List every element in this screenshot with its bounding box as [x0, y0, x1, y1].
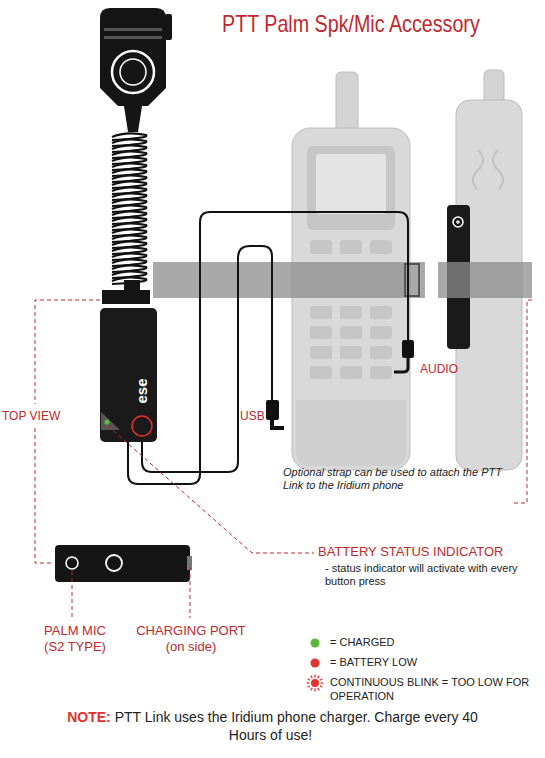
legend-swatch	[306, 654, 324, 672]
part-label: TOP VIEW	[2, 409, 72, 423]
strap	[438, 262, 532, 298]
port-label: CHARGING PORT (on side)	[134, 623, 248, 654]
blink-symbol	[306, 674, 324, 692]
audio-plug	[394, 340, 414, 372]
indicator-heading: BATTERY STATUS INDICATOR	[318, 544, 540, 560]
legend-row: CONTINUOUS BLINK = TOO LOW FOR OPERATION	[306, 676, 531, 704]
ptt-link	[100, 308, 157, 442]
connector-label: USB	[240, 409, 270, 423]
legend-text: CONTINUOUS BLINK = TOO LOW FOR OPERATION	[330, 676, 531, 704]
legend-row: = CHARGED	[306, 636, 531, 650]
note-text: PTT Link uses the Iridium phone charger.…	[115, 709, 478, 743]
note: NOTE:PTT Link uses the Iridium phone cha…	[60, 708, 485, 744]
usb-plug	[266, 400, 284, 428]
legend-text: = BATTERY LOW	[330, 656, 531, 670]
logo: ese	[133, 369, 151, 413]
title: PTT Palm Spk/Mic Accessory	[222, 10, 480, 39]
palm-mic	[100, 8, 172, 304]
strap	[153, 262, 425, 298]
strap-note: Optional strap can be used to attach the…	[283, 466, 511, 492]
connector-label: AUDIO	[420, 362, 470, 376]
cable	[128, 212, 408, 484]
legend-row: = BATTERY LOW	[306, 656, 531, 670]
legend-swatch	[306, 634, 324, 652]
note-heading: NOTE:	[67, 709, 111, 725]
leader-line	[35, 300, 532, 618]
legend-text: = CHARGED	[330, 636, 531, 650]
indicator-note: - status indicator will activate with ev…	[325, 562, 525, 588]
top-view	[55, 545, 192, 582]
port-label: PALM MIC (S2 TYPE)	[37, 623, 113, 654]
